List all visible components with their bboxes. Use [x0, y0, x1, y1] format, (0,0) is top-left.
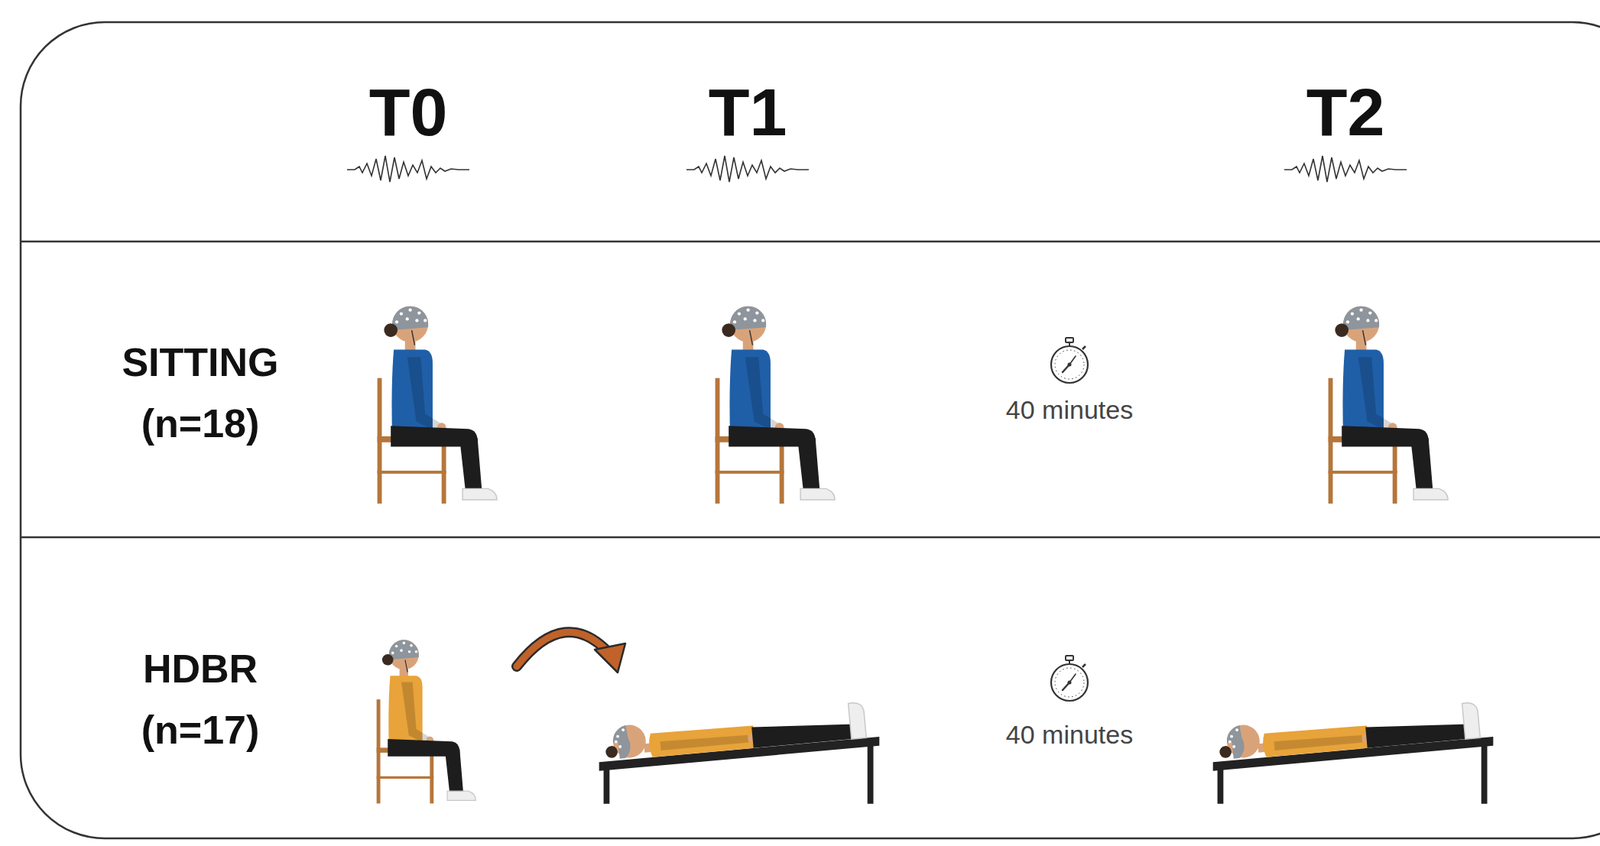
row-divider — [20, 536, 1600, 539]
sitting-person — [715, 306, 835, 504]
eeg-wave — [686, 155, 809, 182]
lying-person — [1213, 702, 1494, 805]
frame — [20, 22, 1600, 839]
duration-label: 40 minutes — [1006, 720, 1133, 750]
row-divider — [20, 240, 1600, 244]
turn-arrow-head — [594, 643, 626, 673]
group-label: HDBR (n=17) — [97, 638, 304, 761]
sitting-person — [377, 306, 497, 504]
group-label: SITTING (n=18) — [97, 331, 304, 455]
stopwatch — [1051, 337, 1088, 383]
eeg-wave — [347, 155, 470, 182]
sitting-person — [376, 639, 477, 804]
stopwatch — [1051, 655, 1088, 702]
time-point: T2 — [1306, 75, 1386, 150]
eeg-wave — [1284, 155, 1407, 182]
time-point: T0 — [369, 75, 448, 150]
sitting-person — [1328, 306, 1448, 504]
duration-label: 40 minutes — [1006, 395, 1133, 425]
lying-person — [599, 702, 880, 805]
time-point: T1 — [708, 75, 788, 150]
